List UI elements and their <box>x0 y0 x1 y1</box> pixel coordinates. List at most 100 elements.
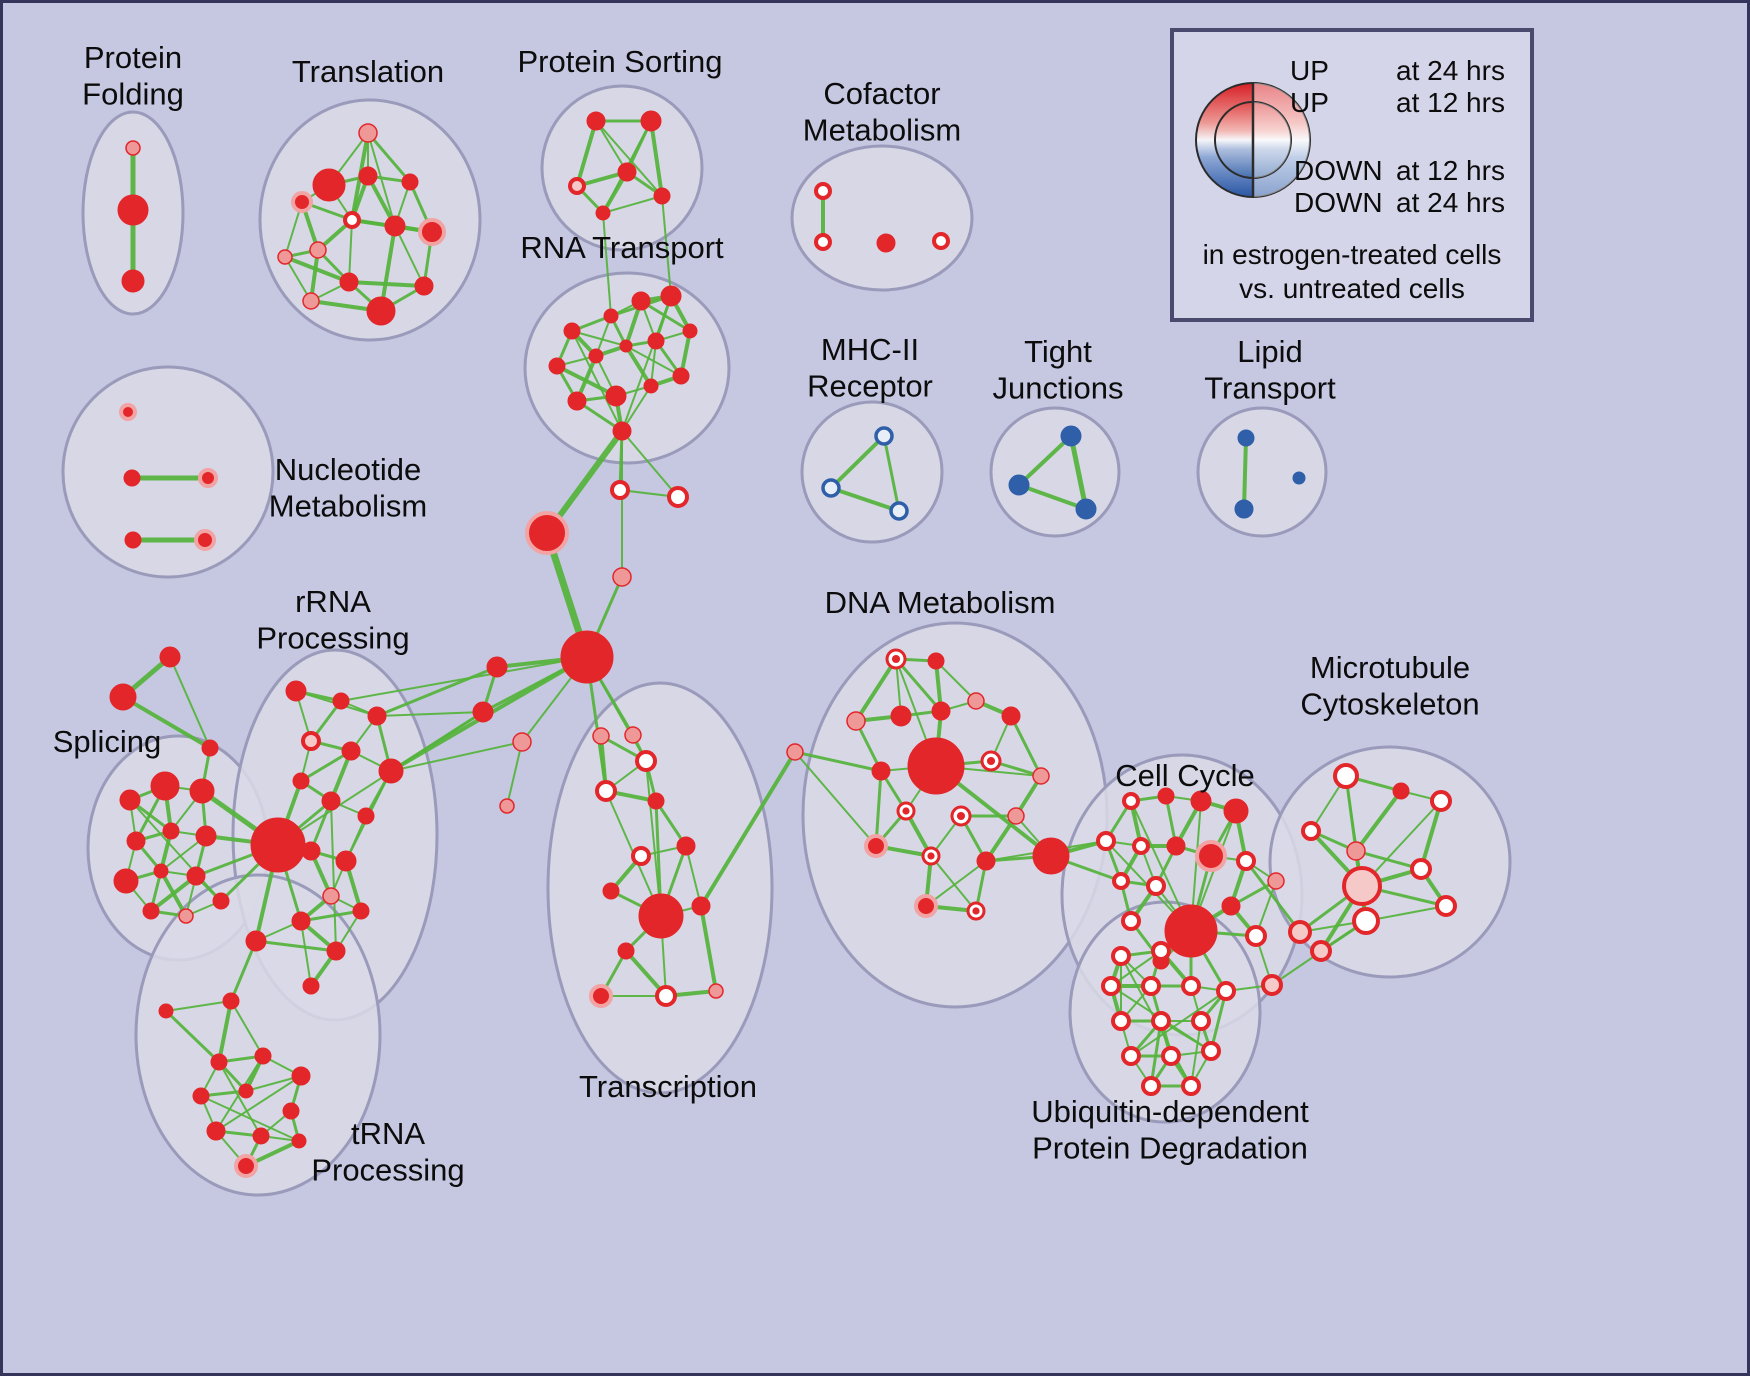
edge-rrna-processing <box>300 920 312 987</box>
edge-trna-processing <box>165 1000 232 1012</box>
edge-link <box>699 750 797 908</box>
node-transcription-3 <box>647 792 665 810</box>
cluster-cofactor-metabolism <box>790 144 974 292</box>
node-translation-4 <box>401 173 419 191</box>
node-rna-transport-10 <box>605 385 627 407</box>
node-cell-cycle-1 <box>1157 787 1175 805</box>
node-protein-sorting-5 <box>595 205 611 221</box>
cluster-label-splicing: Splicing <box>53 724 162 759</box>
legend-row4-word: DOWN <box>1294 187 1383 218</box>
node-rrna-processing-12 <box>291 911 311 931</box>
legend-row1-time: at 24 hrs <box>1396 55 1505 86</box>
node-dna-metabolism-9-dot <box>986 756 996 766</box>
node-nucleotide-metabolism-2 <box>198 468 218 488</box>
node-splicing-10 <box>178 908 194 924</box>
node-microtubule-6 <box>1410 858 1432 880</box>
node-rna-transport-9 <box>567 391 587 411</box>
edge-transcription <box>685 845 702 907</box>
edge-link <box>621 430 679 498</box>
node-dna-metabolism-8 <box>871 761 891 781</box>
node-cell-cycle-10 <box>1146 876 1166 896</box>
node-t2 <box>109 683 137 711</box>
edge-protein-sorting <box>575 119 598 188</box>
node-dna-metabolism-2 <box>846 711 866 731</box>
node-cell-cycle-8 <box>1236 851 1256 871</box>
node-rna-transport-13 <box>612 421 632 441</box>
edge-lipid-transport <box>1242 436 1248 511</box>
node-rrna-processing-13 <box>352 902 370 920</box>
edge-dna-metabolism <box>930 855 977 912</box>
node-cell-cycle-4 <box>1096 831 1116 851</box>
node-ubiquitin-4 <box>1181 976 1201 996</box>
legend-dial <box>1195 82 1311 198</box>
edge-link <box>277 711 484 846</box>
edge-link <box>340 656 588 702</box>
edge-microtubule <box>1354 849 1423 871</box>
edge-protein-sorting <box>649 119 664 198</box>
edge-mhc2-receptor <box>829 486 901 513</box>
node-rrna-processing-5 <box>378 758 404 784</box>
node-f7 <box>472 701 494 723</box>
cluster-label-dna-metabolism: DNA Metabolism <box>825 585 1056 620</box>
edge-link <box>661 195 672 297</box>
edge-transcription <box>699 904 718 993</box>
node-dna-metabolism-12-dot <box>956 811 966 821</box>
edge-rna-transport <box>639 299 692 333</box>
node-cell-cycle-2 <box>1190 790 1212 812</box>
edge-rrna-processing <box>330 800 337 952</box>
node-dna-metabolism-18-dot <box>972 907 980 915</box>
node-dna-metabolism-1 <box>927 652 945 670</box>
node-splicing-5 <box>195 825 217 847</box>
node-rrna-processing-8 <box>357 807 375 825</box>
legend-row2-word: UP <box>1290 87 1329 118</box>
node-transcription-9 <box>617 942 635 960</box>
edge-protein-sorting <box>595 120 628 173</box>
node-splicing-4 <box>162 822 180 840</box>
node-f1 <box>525 511 569 555</box>
node-cell-cycle-7 <box>1195 840 1227 872</box>
node-rrna-processing-11 <box>322 887 340 905</box>
node-trna-processing-9 <box>206 1121 226 1141</box>
edge-dna-metabolism <box>854 657 898 723</box>
node-nucleotide-metabolism-4 <box>194 529 216 551</box>
node-microtubule-8 <box>1435 895 1457 917</box>
edge-microtubule <box>1419 799 1443 871</box>
node-protein-folding-1 <box>117 194 149 226</box>
node-trna-processing-1 <box>158 1003 174 1019</box>
node-mhc2-receptor-1 <box>821 478 841 498</box>
node-ubiquitin-5 <box>1216 981 1236 1001</box>
edge-tight-junctions <box>1017 483 1088 511</box>
node-protein-sorting-4 <box>653 187 671 205</box>
node-rna-transport-11 <box>643 378 659 394</box>
node-rna-transport-7 <box>647 332 665 350</box>
node-cell-cycle-5 <box>1132 837 1150 855</box>
cluster-label-translation: Translation <box>292 54 444 89</box>
edge-splicing <box>159 869 188 918</box>
node-microtubule-7 <box>1352 907 1380 935</box>
node-rrna-processing-15 <box>302 977 320 995</box>
cluster-microtubule <box>1268 745 1512 979</box>
node-lipid-transport-1 <box>1234 499 1254 519</box>
node-ubiquitin-0 <box>1111 946 1131 966</box>
node-cell-cycle-3 <box>1223 798 1249 824</box>
node-rna-transport-5 <box>588 348 604 364</box>
edge-trna-processing <box>218 1061 262 1137</box>
node-translation-10 <box>339 272 359 292</box>
edge-rna-transport <box>571 330 627 347</box>
node-transcription-0 <box>592 727 610 745</box>
node-rrna-processing-7 <box>321 791 341 811</box>
edge-translation <box>394 225 425 287</box>
edge-protein-sorting <box>595 120 663 197</box>
edge-link <box>506 741 523 807</box>
node-translation-0 <box>358 123 378 143</box>
node-dna-metabolism-0-dot <box>891 654 901 664</box>
node-lipid-transport-2 <box>1292 471 1306 485</box>
node-ubiquitin-2 <box>1101 976 1121 996</box>
node-ubiquitin-3 <box>1141 976 1161 996</box>
node-trna-processing-0 <box>245 930 267 952</box>
edge-rrna-processing <box>299 909 363 923</box>
